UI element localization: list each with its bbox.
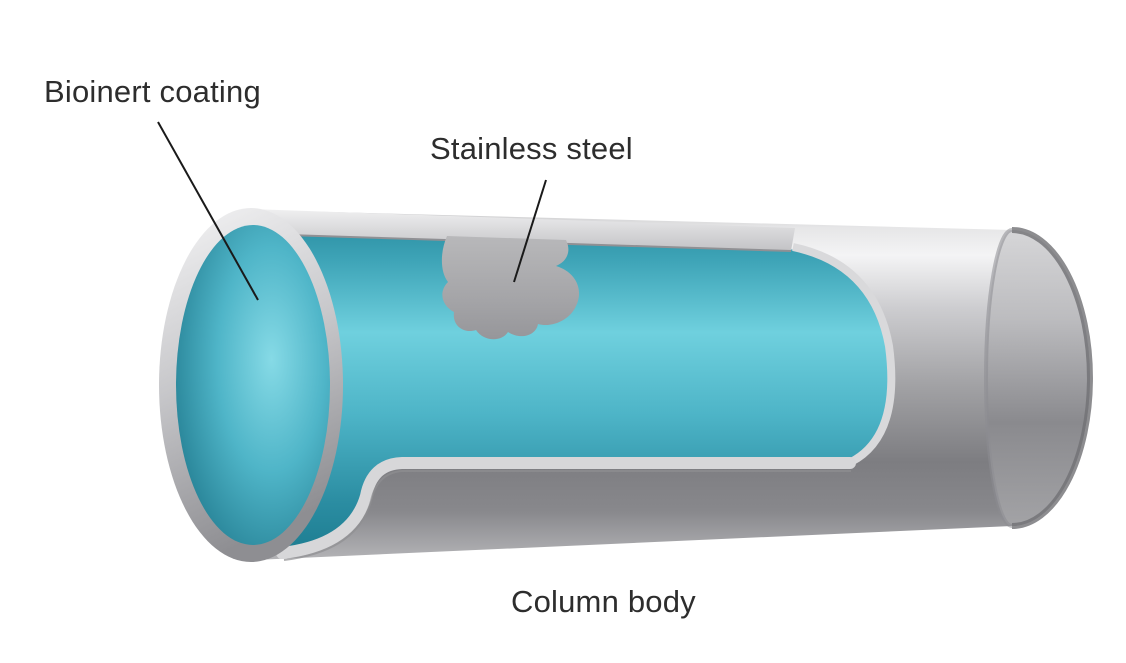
leader-line-bioinert [157, 121, 259, 301]
tube-end-cap-seam [984, 228, 1013, 528]
steel-exposed-patch [441, 236, 580, 340]
cut-edge-bottom-line [283, 470, 851, 561]
coating-surface [257, 230, 889, 550]
bioinert-coating-label: Bioinert coating [44, 74, 261, 109]
leader-line-steel [513, 179, 547, 283]
cut-edge-top [249, 209, 795, 251]
tube-end-cap [986, 230, 1090, 526]
opening-coating-face [176, 225, 330, 545]
cut-edge-bottom [276, 457, 856, 559]
tube-end-cap-edge [1011, 227, 1093, 529]
column-body-label: Column body [511, 584, 696, 619]
cut-edge-right [792, 243, 896, 466]
stainless-steel-label: Stainless steel [430, 131, 633, 166]
